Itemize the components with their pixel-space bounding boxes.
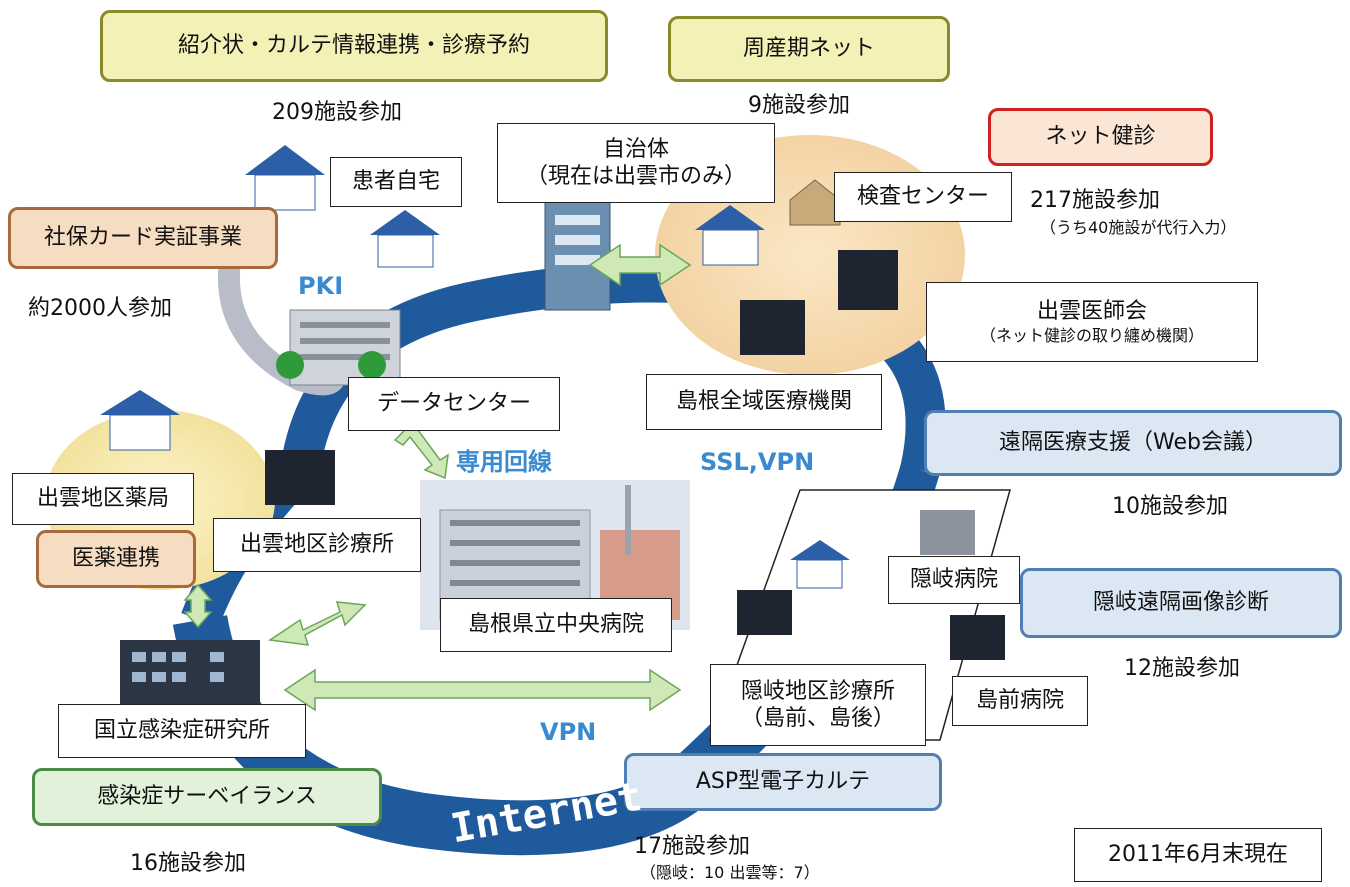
izumo-medical-association-title: 出雲医師会 — [1036, 299, 1147, 325]
oki-hospital-label: 隠岐病院 — [888, 556, 1020, 604]
green-arrows — [183, 243, 692, 712]
infection-facility-count: 16施設参加 — [130, 851, 246, 876]
clinic-building-icons — [265, 250, 1005, 660]
dedicated-line-label: 専用回線 — [456, 448, 552, 476]
patient-home-label: 患者自宅 — [330, 157, 462, 207]
oki-clinic-subtitle: （島前、島後） — [740, 706, 895, 731]
pharma-coop-box: 医薬連携 — [36, 530, 196, 588]
exam-center-label: 検査センター — [834, 172, 1012, 222]
niid-label: 国立感染症研究所 — [58, 704, 306, 758]
asp-ehr-box: ASP型電子カルテ — [624, 753, 942, 811]
ssl-vpn-label: SSL,VPN — [700, 448, 815, 476]
niid-building — [120, 640, 260, 710]
oki-remote-imaging-box: 隠岐遠隔画像診断 — [1020, 568, 1342, 638]
house-icons — [100, 145, 850, 589]
telemedicine-box: 遠隔医療支援（Web会議） — [924, 410, 1342, 476]
net-checkup-box: ネット健診 — [988, 108, 1213, 166]
municipality-subtitle: （現在は出雲市のみ） — [525, 164, 746, 189]
dozen-hospital-label: 島前病院 — [952, 676, 1088, 726]
municipality-building — [544, 199, 611, 311]
izumo-medical-association-subtitle: （ネット健診の取り纏め機関） — [979, 325, 1204, 345]
central-hospital-label: 島根県立中央病院 — [440, 598, 672, 652]
izumo-pharmacy-label: 出雲地区薬局 — [12, 473, 194, 525]
oki-clinic-label: 隠岐地区診療所 （島前、島後） — [710, 664, 926, 746]
telemedicine-facility-count: 10施設参加 — [1112, 494, 1228, 519]
card-trial-box: 社保カード実証事業 — [8, 207, 278, 269]
card-trial-participants: 約2000人参加 — [28, 296, 172, 321]
oki-clinic-title: 隠岐地区診療所 — [740, 678, 895, 704]
vpn-label: VPN — [540, 718, 597, 746]
infection-surveillance-box: 感染症サーベイランス — [32, 768, 382, 826]
perinatal-network-box: 周産期ネット — [668, 16, 950, 82]
oki-imaging-facility-count: 12施設参加 — [1124, 656, 1240, 681]
pki-label: PKI — [298, 272, 344, 300]
izumo-clinic-label: 出雲地区診療所 — [213, 518, 421, 572]
data-center-label: データセンター — [348, 377, 560, 431]
asp-facility-count: 17施設参加 — [634, 834, 750, 859]
municipality-title: 自治体 — [602, 136, 669, 162]
perinatal-facility-count: 9施設参加 — [748, 93, 850, 118]
as-of-date-label: 2011年6月末現在 — [1074, 828, 1322, 882]
net-checkup-proxy-note: （うち40施設が代行入力） — [1040, 218, 1237, 237]
municipality-label: 自治体 （現在は出雲市のみ） — [497, 123, 775, 203]
shimane-institutions-label: 島根全域医療機関 — [646, 374, 882, 430]
net-checkup-facility-count: 217施設参加 — [1030, 188, 1160, 213]
referral-facility-count: 209施設参加 — [272, 100, 402, 125]
izumo-medical-association-label: 出雲医師会 （ネット健診の取り纏め機関） — [926, 282, 1258, 362]
data-center-building — [276, 309, 401, 386]
asp-facility-breakdown: （隠岐：10 出雲等：7） — [640, 863, 820, 882]
referral-network-box: 紹介状・カルテ情報連携・診療予約 — [100, 10, 608, 82]
